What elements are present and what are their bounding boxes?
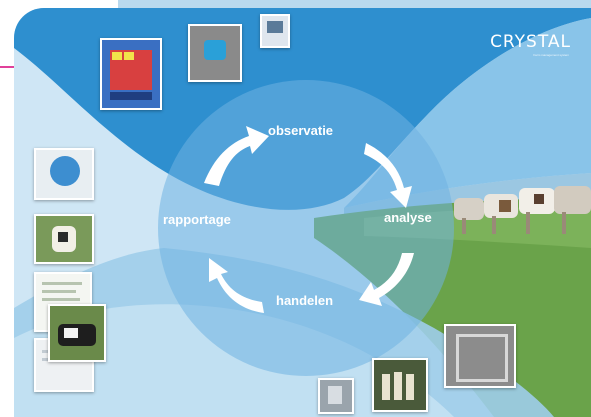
cycle-step-rapportage: rapportage: [163, 212, 231, 227]
cows-in-field-photo: [48, 304, 106, 362]
milking-unit-photo: [318, 378, 354, 414]
cycle-arrows: [204, 126, 414, 313]
cycle-step-handelen: handelen: [276, 293, 334, 308]
cycle-step-observatie: observatie: [268, 123, 334, 138]
cow-head-photo: [34, 214, 94, 264]
milking-stall-photo: [444, 324, 516, 388]
brand-logo: CRYSTAL: [490, 32, 571, 52]
cow-collar-sensor-photo: [188, 24, 242, 82]
globe-photo: [34, 148, 94, 200]
control-panel-photo: [100, 38, 162, 110]
handheld-device-photo: [260, 14, 290, 48]
cows-herd: [454, 186, 591, 234]
farmers-group-photo: [372, 358, 428, 412]
cycle-step-analyse: analyse: [384, 210, 432, 225]
accent-line: [0, 66, 16, 68]
brand-tagline: Farm management system: [533, 53, 569, 57]
cycle-card: observatie analyse handelen rapportage C…: [14, 8, 591, 417]
